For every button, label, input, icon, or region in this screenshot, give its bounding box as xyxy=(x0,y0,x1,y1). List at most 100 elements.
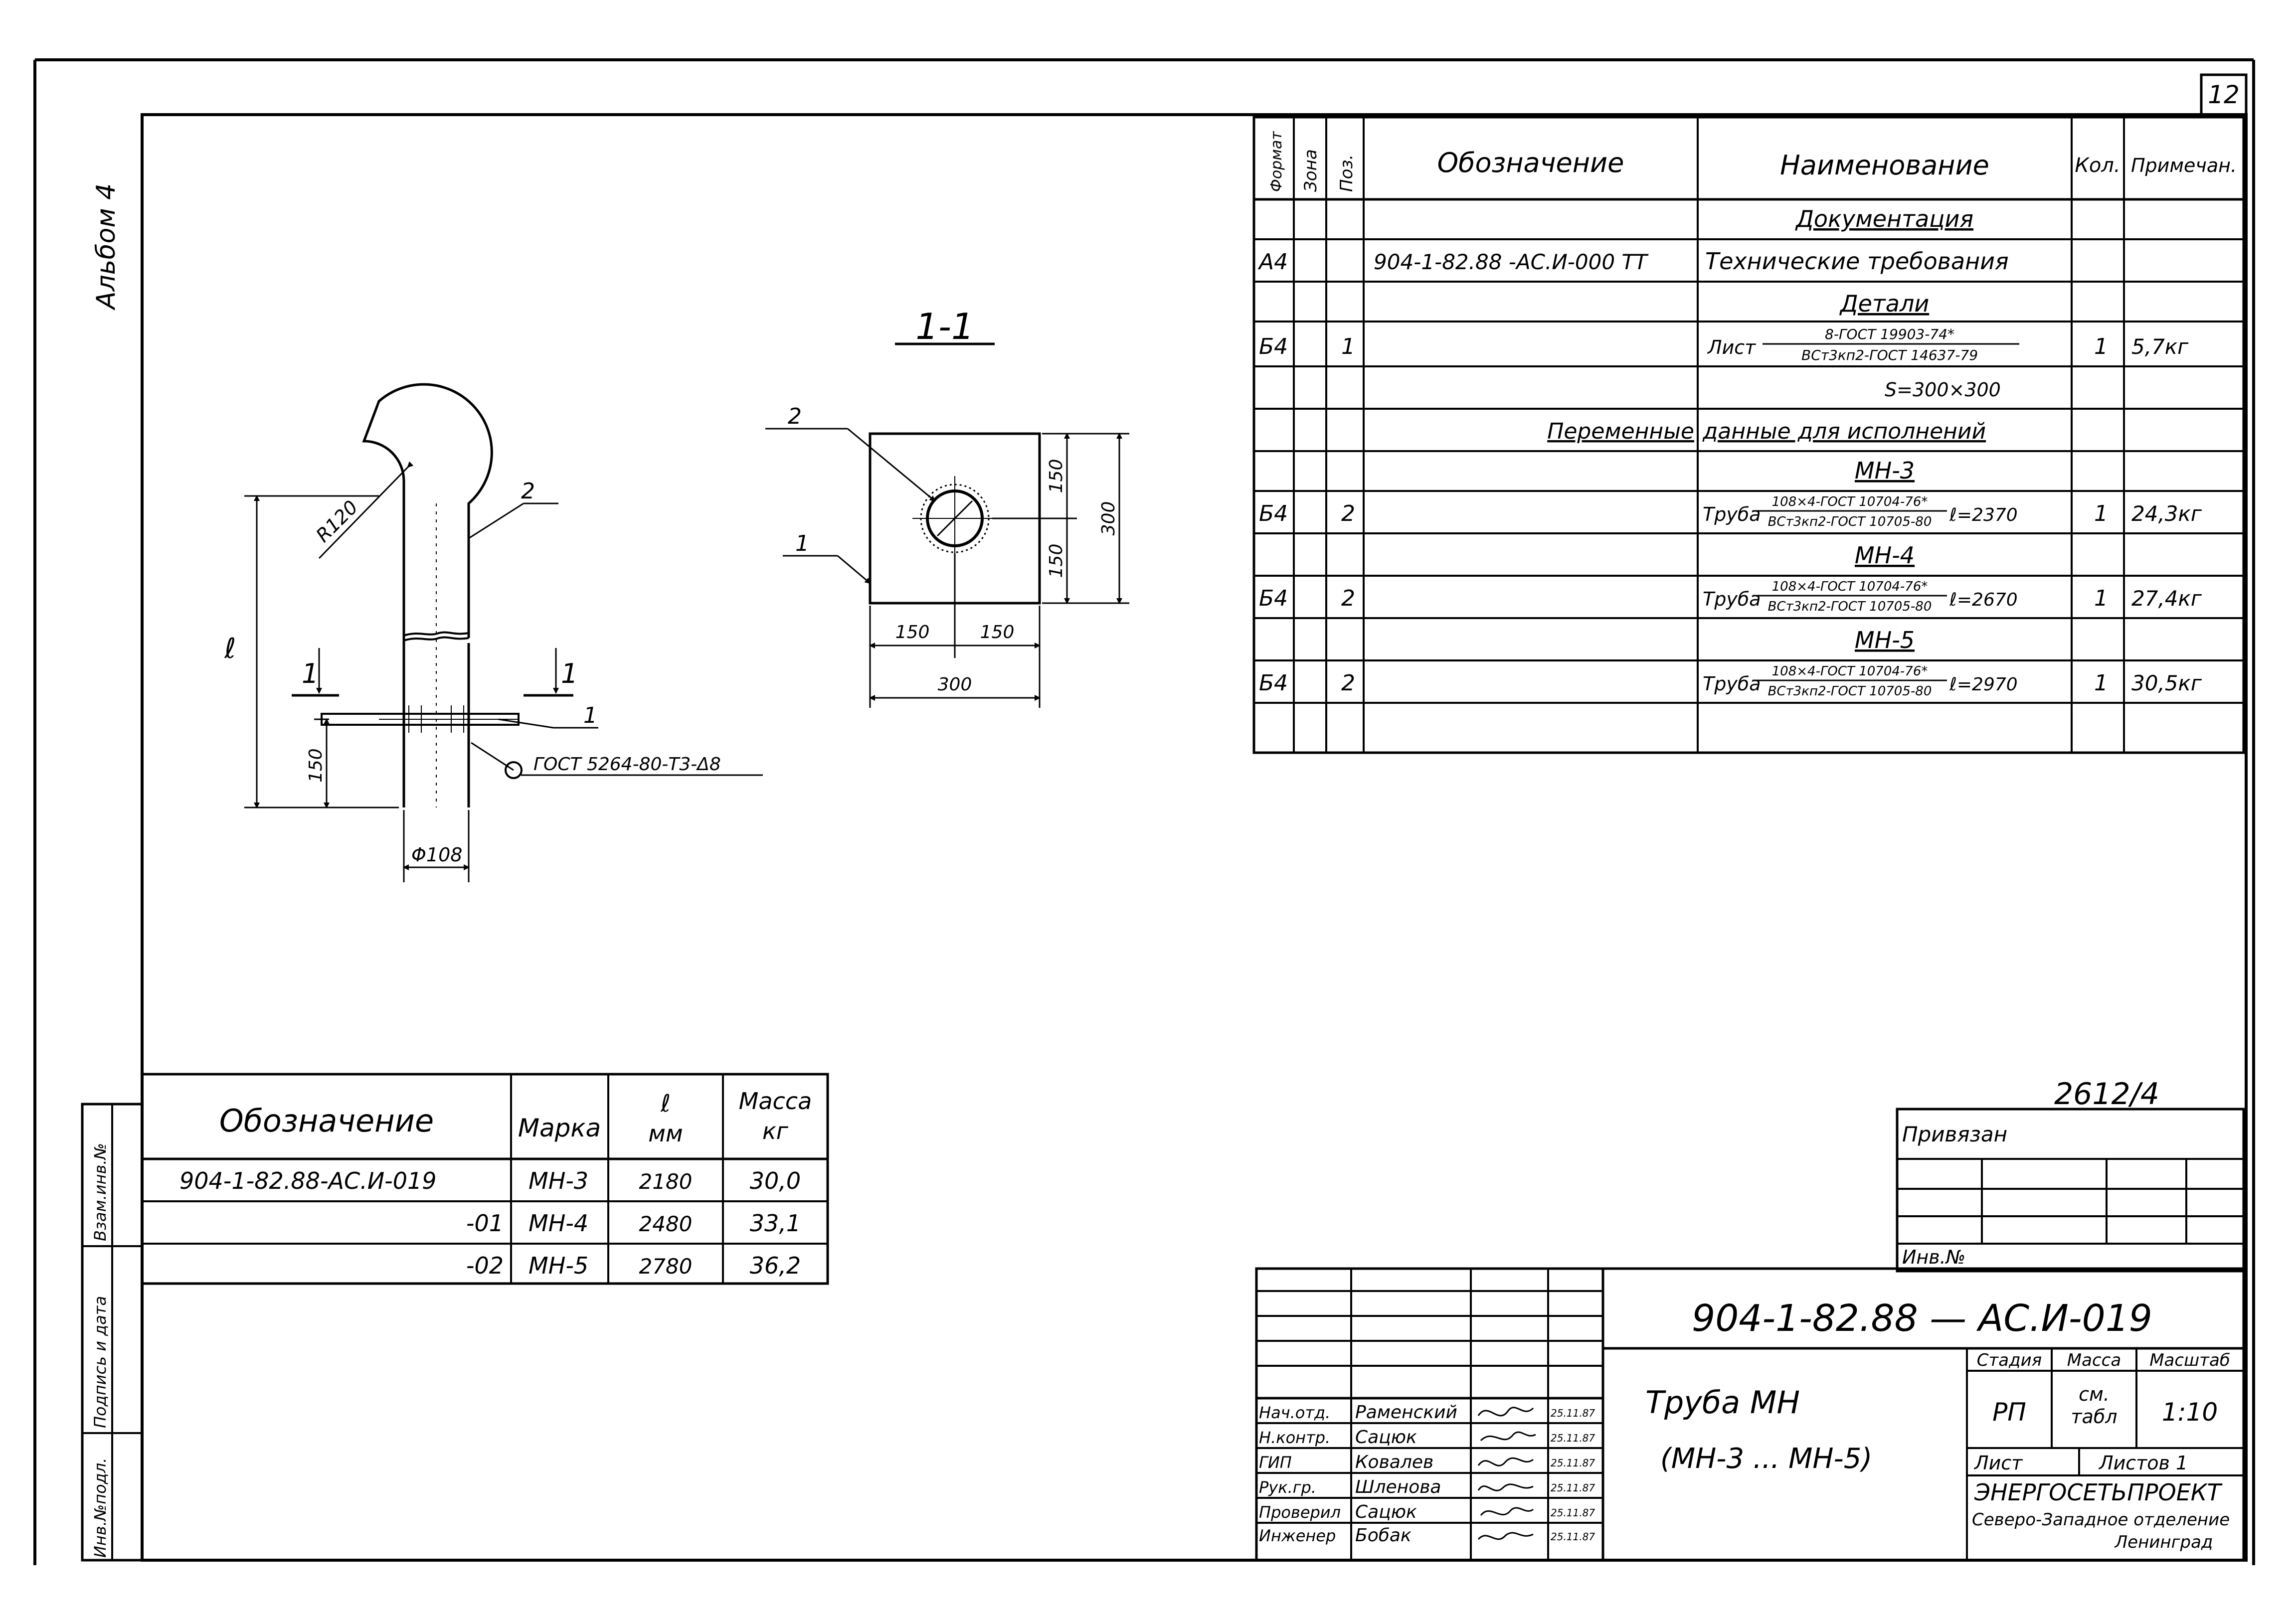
tb-mass-line1: см. xyxy=(2079,1383,2110,1405)
dim-sec-w2: 150 xyxy=(980,622,1015,643)
tb-stage-header: Стадия xyxy=(1977,1350,2042,1370)
binding-code: 2612/4 xyxy=(2054,1077,2159,1112)
tb-signature-6 xyxy=(1477,1532,1534,1540)
var-row1-mass: 30,0 xyxy=(750,1167,801,1194)
binding-label: Привязан xyxy=(1902,1122,2007,1146)
spec-mh3-note: 24,3кг xyxy=(2131,501,2202,526)
spec-mh5-title: МН-5 xyxy=(1855,627,1915,653)
pipe-side-view xyxy=(321,383,520,808)
sheet-number-box: 12 xyxy=(2200,73,2248,116)
spec-detail-size: S=300×300 xyxy=(1885,379,2001,401)
dim-length: ℓ xyxy=(224,633,236,665)
tb-name-3: Ковалев xyxy=(1355,1452,1433,1472)
var-header-mark: Марка xyxy=(518,1114,601,1142)
spec-detail-den: ВСт3кп2-ГОСТ 14637-79 xyxy=(1801,347,1978,363)
tb-role-5: Проверил xyxy=(1259,1503,1341,1522)
weld-spec: ГОСТ 5264-80-Т3-Δ8 xyxy=(533,754,721,775)
tb-date-6: 25.11.87 xyxy=(1551,1531,1595,1543)
spec-var-right: данные для исполнений xyxy=(1702,419,1986,444)
spec-detail-num: 8-ГОСТ 19903-74* xyxy=(1825,326,1954,342)
tb-name-1: Раменский xyxy=(1355,1402,1457,1423)
tb-scale: 1:10 xyxy=(2162,1398,2218,1427)
tb-date-1: 25.11.87 xyxy=(1551,1407,1595,1419)
cut-mark-right: 1 xyxy=(561,658,578,689)
tb-role-2: Н.контр. xyxy=(1259,1428,1330,1447)
album-label: Альбом 4 xyxy=(91,183,121,311)
spec-mh5-qty: 1 xyxy=(2094,670,2108,696)
binding-inv: Инв.№ xyxy=(1902,1246,1965,1268)
spec-mh4-den: ВСт3кп2-ГОСТ 10705-80 xyxy=(1768,599,1932,614)
tb-scale-header: Масштаб xyxy=(2149,1350,2230,1370)
var-header-mass1: Масса xyxy=(739,1088,812,1115)
tb-signature-2 xyxy=(1480,1431,1536,1442)
tb-name-6: Бобак xyxy=(1355,1525,1412,1546)
dim-base-height: 150 xyxy=(306,748,326,783)
spec-mh4-qty: 1 xyxy=(2094,586,2108,611)
title-block-grid xyxy=(1255,1267,2245,1562)
spec-header-format: Формат xyxy=(1268,131,1285,192)
tb-role-6: Инженер xyxy=(1259,1526,1336,1545)
tb-signature-4 xyxy=(1477,1483,1534,1491)
section-dimensions xyxy=(765,428,1129,708)
tb-name-2: Сацюк xyxy=(1355,1427,1417,1448)
spec-var-left: Переменные xyxy=(1547,419,1694,444)
var-row3-mass: 36,2 xyxy=(750,1252,801,1279)
spec-mh5-pos: 2 xyxy=(1341,670,1355,696)
spec-mh5-prefix: Труба xyxy=(1703,673,1761,695)
tb-date-3: 25.11.87 xyxy=(1551,1457,1595,1469)
callout-2-side: 2 xyxy=(521,479,535,504)
spec-mh4-pos: 2 xyxy=(1341,586,1355,611)
spec-mh4-prefix: Труба xyxy=(1703,588,1761,610)
tb-date-5: 25.11.87 xyxy=(1551,1507,1595,1519)
spec-mh4-len: ℓ=2670 xyxy=(1949,590,2018,610)
spec-mh4-note: 27,4кг xyxy=(2131,586,2202,611)
spec-header-designation: Обозначение xyxy=(1437,147,1624,178)
var-row2-mass: 33,1 xyxy=(750,1210,801,1237)
tb-name-4: Шленова xyxy=(1355,1477,1441,1497)
spec-mh5-len: ℓ=2970 xyxy=(1949,674,2018,695)
tb-title1: Труба МН xyxy=(1645,1384,1800,1421)
var-row1-len: 2180 xyxy=(639,1169,693,1194)
sheet-number: 12 xyxy=(2208,80,2240,109)
dim-diameter: Φ108 xyxy=(411,844,462,866)
section-label: 1-1 xyxy=(915,306,974,347)
spec-detail-qty: 1 xyxy=(2094,334,2108,359)
tb-signature-5 xyxy=(1480,1507,1534,1516)
var-header-len2: мм xyxy=(648,1120,683,1147)
tb-signature-3 xyxy=(1477,1457,1534,1466)
var-row3-mark: МН-5 xyxy=(529,1252,588,1279)
tb-role-4: Рук.гр. xyxy=(1259,1478,1316,1497)
tb-sheets: Листов 1 xyxy=(2098,1452,2188,1474)
tb-name-5: Сацюк xyxy=(1355,1502,1417,1522)
tb-role-3: ГИП xyxy=(1259,1453,1292,1472)
var-row2-designation: -01 xyxy=(466,1210,504,1237)
dim-sec-width: 300 xyxy=(938,674,972,695)
tb-stage: РП xyxy=(1992,1398,2026,1427)
dim-sec-w1: 150 xyxy=(895,622,930,643)
spec-detail-note: 5,7кг xyxy=(2131,334,2189,359)
spec-detail-format: Б4 xyxy=(1259,334,1288,359)
spec-mh5-num: 108×4-ГОСТ 10704-76* xyxy=(1772,664,1928,679)
stamp-signature-date: Подпись и дата xyxy=(91,1296,110,1428)
var-row1-mark: МН-3 xyxy=(529,1167,588,1194)
tb-role-1: Нач.отд. xyxy=(1259,1403,1330,1422)
dim-sec-height: 300 xyxy=(1098,501,1119,536)
spec-header-zone: Зона xyxy=(1301,149,1321,192)
side-stamp: Инв.№подл. Подпись и дата Взам.инв.№ xyxy=(81,1103,144,1562)
spec-doc-name: Технические требования xyxy=(1705,248,2009,275)
spec-detail-prefix: Лист xyxy=(1707,336,1757,358)
tb-org2: Северо-Западное отделение xyxy=(1972,1510,2230,1530)
tb-org1: ЭНЕРГОСЕТЬПРОЕКТ xyxy=(1974,1479,2223,1506)
weld-symbol xyxy=(505,761,523,779)
dim-sec-h1: 150 xyxy=(1046,459,1066,493)
tb-org3: Ленинград xyxy=(2114,1532,2213,1552)
var-row3-len: 2780 xyxy=(639,1254,693,1279)
tb-title2: (МН-3 ... МН-5) xyxy=(1660,1443,1872,1475)
callout-1-section: 1 xyxy=(795,531,809,556)
callout-2-section: 2 xyxy=(788,404,802,429)
callout-1-side: 1 xyxy=(583,703,597,728)
var-row2-len: 2480 xyxy=(639,1212,693,1236)
spec-mh3-format: Б4 xyxy=(1259,501,1288,526)
tb-mass-line2: табл xyxy=(2071,1406,2117,1428)
spec-mh5-den: ВСт3кп2-ГОСТ 10705-80 xyxy=(1768,684,1932,699)
